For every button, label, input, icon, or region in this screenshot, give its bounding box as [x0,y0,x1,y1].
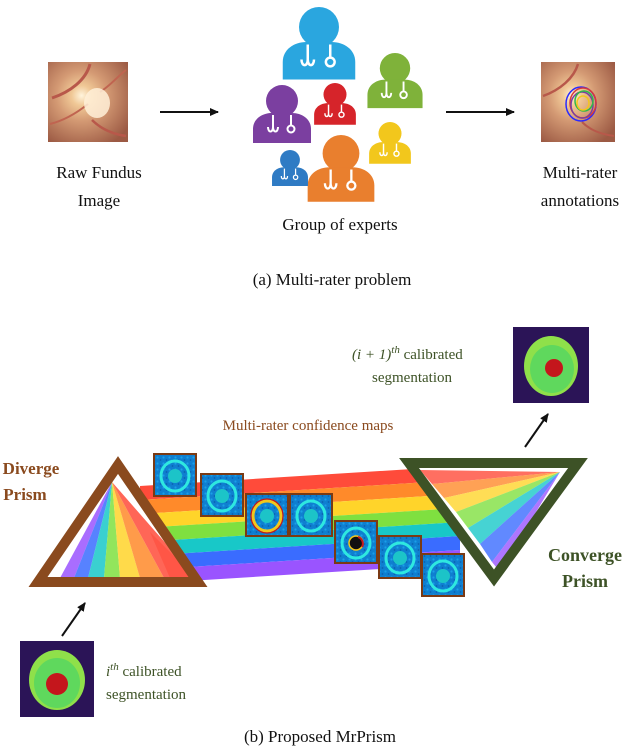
expert-icon [307,135,375,202]
annotations-label-2: annotations [541,191,619,210]
confidence-map-tile [421,553,465,597]
experts-label: Group of experts [282,215,397,234]
caption-a: (a) Multi-rater problem [253,270,412,289]
confidence-map-tile [200,473,244,517]
annotations-label: Multi-rater [543,163,618,182]
raw-image-label-2: Image [78,191,120,210]
diverge-fan-segment [60,482,112,578]
diverge-prism [28,456,208,587]
experts-group [253,7,423,202]
converge-prism-label-2: Prism [562,571,608,591]
converge-prism [399,458,588,587]
expert-icon [314,83,356,125]
part-b: Diverge Prism Converge Prism Multi-rater… [3,327,622,746]
confidence-map-tile [153,453,197,497]
expert-icon [369,122,411,164]
part-a: Raw Fundus Image Group of experts Multi-… [48,7,619,289]
confidence-map-tile [245,493,289,537]
confidence-map-tile [334,520,378,564]
output-segmentation [513,327,589,403]
diverge-prism-label-2: Prism [3,485,46,504]
converge-fan-segment [468,472,560,544]
converge-fan-segment [432,472,560,498]
input-segmentation [20,641,94,717]
caption-b: (b) Proposed MrPrism [244,727,396,746]
input-segmentation-label: ith calibrated [106,661,182,680]
diverge-fan-segment [104,482,120,578]
converge-fan-segment [444,472,560,512]
confidence-map-tile [378,535,422,579]
converge-fan-segment [480,472,560,562]
converge-fan-segment [492,472,560,572]
expert-icon [367,53,423,109]
confidence-map-tile [289,493,333,537]
converge-fan-segment [456,472,560,528]
arrow-from-converge [524,413,549,448]
input-segmentation-label-2: segmentation [106,687,186,703]
arrow-to-diverge [61,602,86,637]
expert-icon [272,150,308,186]
annotated-fundus-image [541,62,615,142]
converge-prism-label: Converge [548,545,622,565]
output-segmentation-label: (i + 1)th calibrated [352,344,463,363]
diverge-prism-label: Diverge [3,459,60,478]
expert-icon [282,7,356,80]
confidence-maps-label: Multi-rater confidence maps [223,418,394,434]
diverge-fan-segment [74,482,112,578]
raw-image-label: Raw Fundus [56,163,141,182]
converge-fan-segment [420,470,560,484]
expert-icon [253,85,311,143]
rainbow-stripe [140,522,460,556]
confidence-maps [153,453,465,597]
raw-fundus-image [48,62,128,142]
output-segmentation-label-2: segmentation [372,370,452,386]
